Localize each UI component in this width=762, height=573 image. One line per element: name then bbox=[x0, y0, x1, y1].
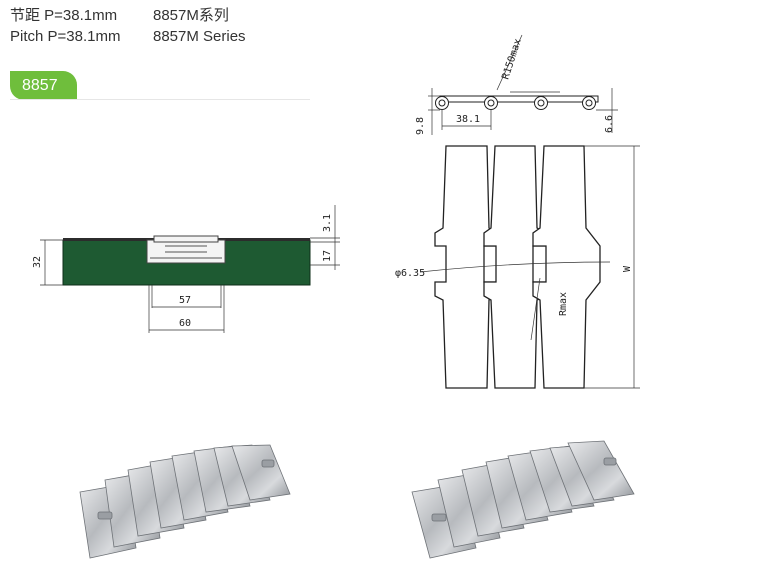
dim-pitch: 38.1 bbox=[456, 114, 480, 125]
plate-link-3 bbox=[532, 145, 601, 389]
dim-width: W bbox=[622, 265, 633, 272]
dim-rmax: Rmax bbox=[558, 292, 569, 316]
pitch-label-en: Pitch P=38.1mm bbox=[10, 28, 121, 45]
plate-link-2 bbox=[483, 145, 547, 389]
dim-height: 32 bbox=[32, 256, 43, 268]
chain-photo-left bbox=[79, 444, 291, 559]
dim-side-height: 17 bbox=[322, 250, 333, 262]
hinge-detail bbox=[146, 235, 226, 264]
side-view-drawing: R150max 9.8 38.1 6.6 bbox=[415, 34, 618, 135]
chain-photo-right bbox=[411, 440, 635, 559]
dim-outer-width: 60 bbox=[179, 318, 191, 329]
dim-inner-width: 57 bbox=[179, 295, 191, 306]
dim-radius: R150max bbox=[500, 37, 523, 80]
dim-thickness: 9.8 bbox=[415, 117, 426, 135]
cross-section-drawing: 32 3.1 17 57 60 bbox=[32, 205, 340, 333]
dim-pin-diameter: φ6.35 bbox=[395, 268, 425, 279]
dim-top-thickness: 3.1 bbox=[322, 214, 333, 232]
badge-underline bbox=[10, 99, 310, 100]
top-view-drawing bbox=[434, 145, 601, 389]
plate-link-1 bbox=[434, 145, 497, 389]
series-label-en: 8857M Series bbox=[153, 28, 246, 45]
model-badge: 8857 bbox=[10, 71, 77, 100]
pitch-label-cn: 节距 P=38.1mm bbox=[10, 7, 118, 24]
series-label-cn: 8857M系列 bbox=[153, 7, 229, 24]
top-view-dims: φ6.35 Rmax W bbox=[395, 145, 640, 389]
dim-hinge-height: 6.6 bbox=[604, 115, 615, 133]
